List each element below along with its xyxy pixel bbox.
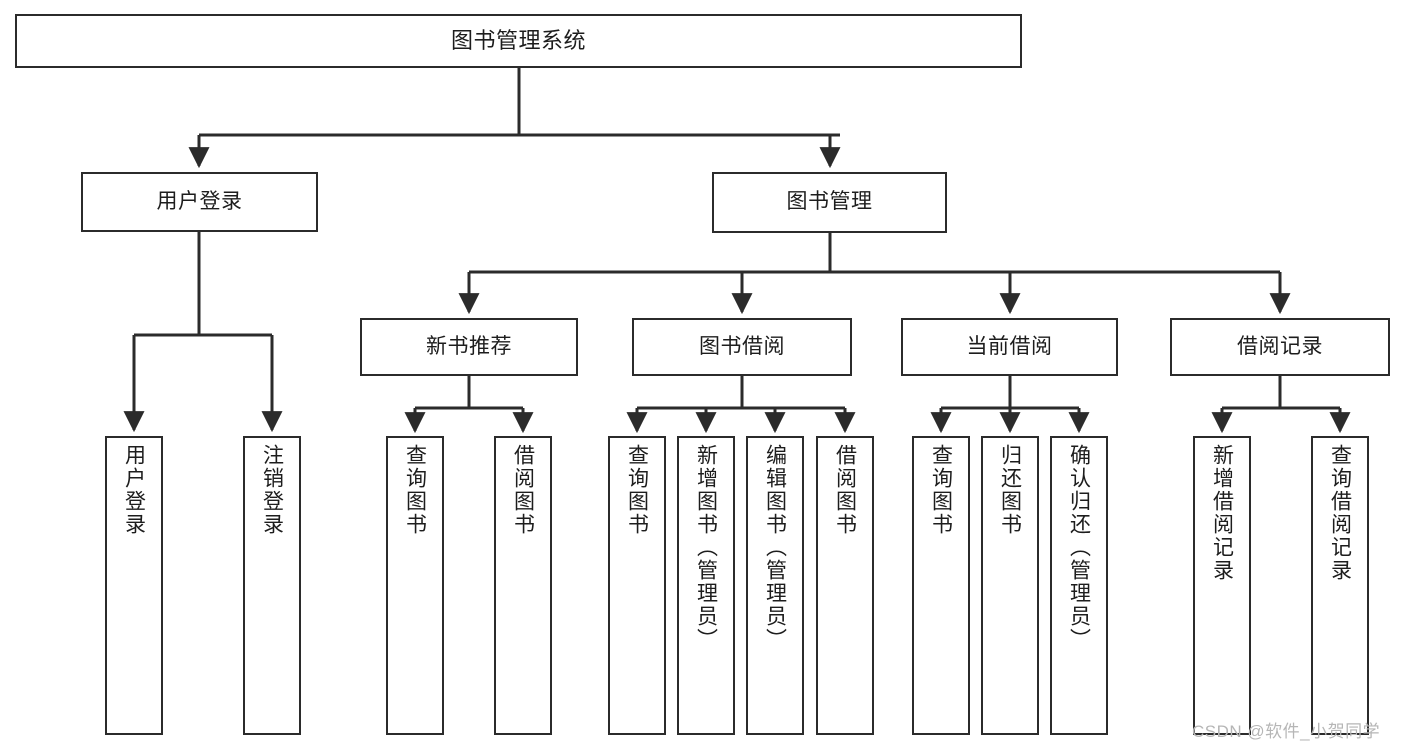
node-leaf-query-book-2[interactable]: 查询图书: [608, 436, 666, 735]
node-label: 查询借阅记录: [1328, 444, 1352, 582]
node-label: 图书借阅: [699, 334, 785, 358]
node-label: 新增借阅记录: [1210, 444, 1234, 582]
node-book-borrow[interactable]: 图书借阅: [632, 318, 852, 376]
node-label: 编辑图书（管理员）: [763, 444, 787, 651]
node-label: 借阅图书: [511, 444, 535, 536]
node-leaf-confirm-return[interactable]: 确认归还（管理员）: [1050, 436, 1108, 735]
node-label: 借阅图书: [833, 444, 857, 536]
node-root-system[interactable]: 图书管理系统: [15, 14, 1022, 68]
node-label: 查询图书: [403, 444, 427, 536]
node-label: 用户登录: [122, 444, 146, 536]
node-label: 借阅记录: [1237, 334, 1323, 358]
node-leaf-query-record[interactable]: 查询借阅记录: [1311, 436, 1369, 735]
node-label: 注销登录: [260, 444, 284, 536]
node-label: 新增图书（管理员）: [694, 444, 718, 651]
node-label: 归还图书: [998, 444, 1022, 536]
node-leaf-borrow-book-2[interactable]: 借阅图书: [816, 436, 874, 735]
watermark-text: CSDN @软件_小贺同学: [1192, 722, 1381, 741]
node-label: 查询图书: [929, 444, 953, 536]
node-current-borrow[interactable]: 当前借阅: [901, 318, 1118, 376]
node-leaf-query-book-3[interactable]: 查询图书: [912, 436, 970, 735]
node-leaf-add-book[interactable]: 新增图书（管理员）: [677, 436, 735, 735]
node-label: 图书管理: [786, 190, 873, 214]
node-leaf-return-book[interactable]: 归还图书: [981, 436, 1039, 735]
node-label: 新书推荐: [426, 334, 512, 358]
node-label: 当前借阅: [966, 334, 1053, 358]
node-leaf-query-book-1[interactable]: 查询图书: [386, 436, 444, 735]
node-leaf-borrow-book-1[interactable]: 借阅图书: [494, 436, 552, 735]
node-leaf-add-record[interactable]: 新增借阅记录: [1193, 436, 1251, 735]
node-borrow-record[interactable]: 借阅记录: [1170, 318, 1390, 376]
node-leaf-user-login[interactable]: 用户登录: [105, 436, 163, 735]
node-label: 用户登录: [156, 189, 243, 213]
node-label: 图书管理系统: [450, 28, 586, 54]
node-label: 确认归还（管理员）: [1067, 444, 1091, 651]
node-label: 查询图书: [625, 444, 649, 536]
node-user-login[interactable]: 用户登录: [81, 172, 318, 232]
node-leaf-logout-login[interactable]: 注销登录: [243, 436, 301, 735]
node-book-manage[interactable]: 图书管理: [712, 172, 947, 233]
node-leaf-edit-book[interactable]: 编辑图书（管理员）: [746, 436, 804, 735]
node-new-book-recommend[interactable]: 新书推荐: [360, 318, 578, 376]
